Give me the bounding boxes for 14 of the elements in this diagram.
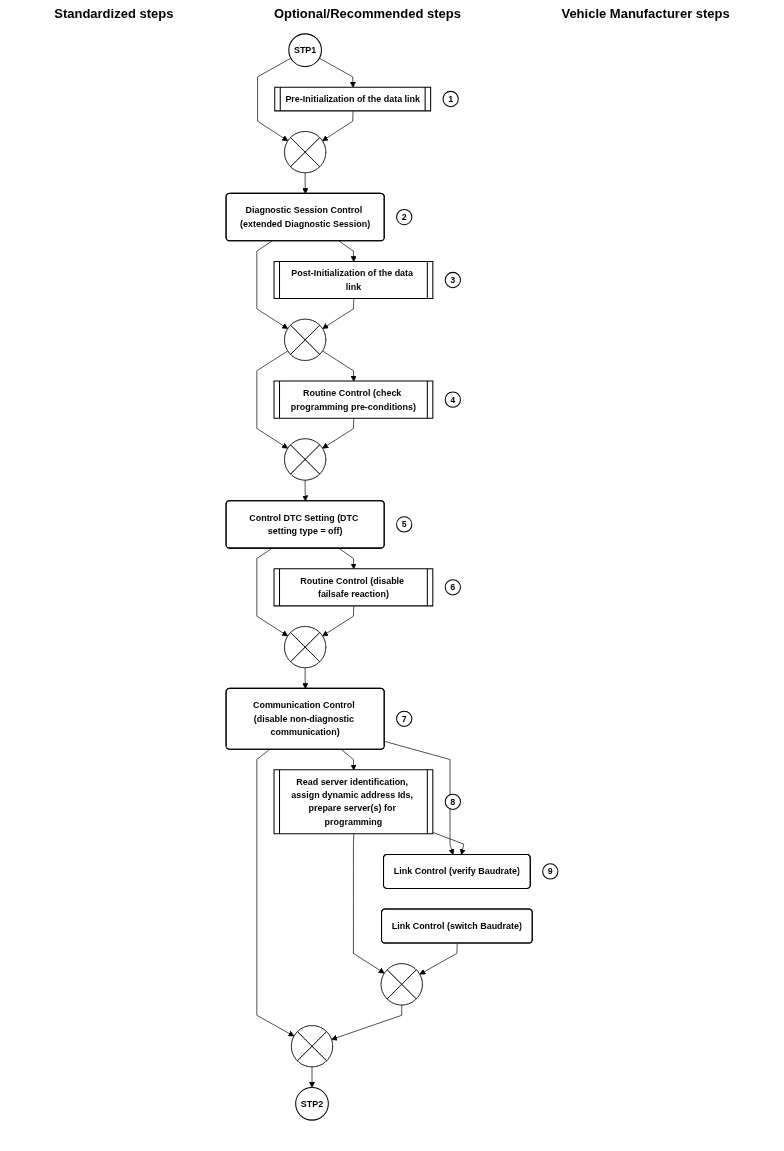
node-label: 2 [401, 211, 407, 223]
node-label: 6 [450, 581, 456, 593]
node-label: 7 [401, 713, 407, 724]
node-circle: STP1 [288, 33, 322, 68]
node-label: 5 [401, 519, 407, 530]
lane-heading: Vehicle Manufacturer steps [561, 6, 730, 21]
node-label: 1 [448, 93, 454, 105]
node-label: 9 [547, 866, 553, 877]
node-label: 4 [450, 394, 456, 405]
node-circle: STP2 [295, 1086, 329, 1121]
lane-heading: Standardized steps [54, 6, 174, 21]
node-label: 8 [450, 796, 456, 807]
node-label: 3 [450, 274, 456, 285]
lane-heading: Optional/Recommended steps [273, 6, 461, 21]
